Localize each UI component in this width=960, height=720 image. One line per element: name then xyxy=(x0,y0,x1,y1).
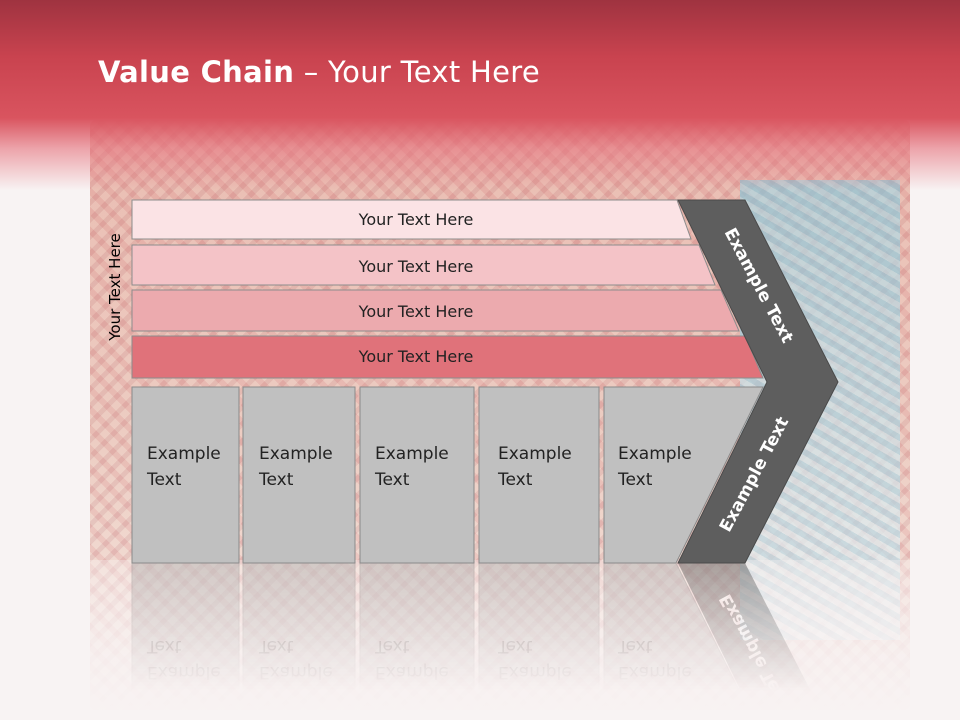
box-4[interactable]: Example Text xyxy=(478,386,600,564)
box-3-shape xyxy=(359,386,475,564)
reflection-label-5b: Text xyxy=(617,636,653,656)
box-2[interactable]: Example Text xyxy=(242,386,356,564)
bar-1-label: Your Text Here xyxy=(358,210,474,229)
header-band xyxy=(0,0,960,190)
diagram-reflection: Example Text Example Text Example Text E… xyxy=(131,562,826,720)
bar-2-shape xyxy=(131,244,716,286)
box-1-line2: Text xyxy=(146,470,182,490)
reflection-label-4: Example xyxy=(498,662,572,682)
box-1-line1: Example xyxy=(147,444,221,464)
reflection-label-4b: Text xyxy=(497,636,533,656)
box-3-line1: Example xyxy=(375,444,449,464)
reflection-label-3: Example xyxy=(375,662,449,682)
box-3[interactable]: Example Text xyxy=(359,386,475,564)
title-bold: Value Chain xyxy=(98,55,295,89)
slide-title[interactable]: Value Chain – Your Text Here xyxy=(98,55,540,89)
reflection-label-1: Example xyxy=(147,662,221,682)
box-3-line2: Text xyxy=(374,470,410,490)
box-5[interactable]: Example Text xyxy=(603,386,764,564)
box-5-line2: Text xyxy=(617,470,653,490)
bar-2-label: Your Text Here xyxy=(358,257,474,276)
box-2-line2: Text xyxy=(258,470,294,490)
box-2-line1: Example xyxy=(259,444,333,464)
box-4-line1: Example xyxy=(498,444,572,464)
box-2-shape xyxy=(242,386,356,564)
chevron-arrow[interactable]: Example Text Example Text xyxy=(677,199,839,564)
bar-4[interactable]: Your Text Here xyxy=(131,335,764,379)
bar-3-label: Your Text Here xyxy=(358,302,474,321)
bar-1-shape xyxy=(131,199,692,240)
box-4-shape xyxy=(478,386,600,564)
reflection-label-1b: Text xyxy=(146,636,182,656)
reflection-label-3b: Text xyxy=(374,636,410,656)
box-5-line1: Example xyxy=(618,444,692,464)
reflection-label-5: Example xyxy=(618,662,692,682)
bar-3[interactable]: Your Text Here xyxy=(131,289,740,332)
bar-3-shape xyxy=(131,289,740,332)
title-rest: – Your Text Here xyxy=(294,55,540,89)
box-1-shape xyxy=(131,386,240,564)
box-4-line2: Text xyxy=(497,470,533,490)
bar-2[interactable]: Your Text Here xyxy=(131,244,716,286)
bar-1[interactable]: Your Text Here xyxy=(131,199,692,240)
reflection-label-2: Example xyxy=(259,662,333,682)
reflection-label-2b: Text xyxy=(258,636,294,656)
bar-4-shape xyxy=(131,335,764,379)
box-1[interactable]: Example Text xyxy=(131,386,240,564)
bar-4-label: Your Text Here xyxy=(358,347,474,366)
